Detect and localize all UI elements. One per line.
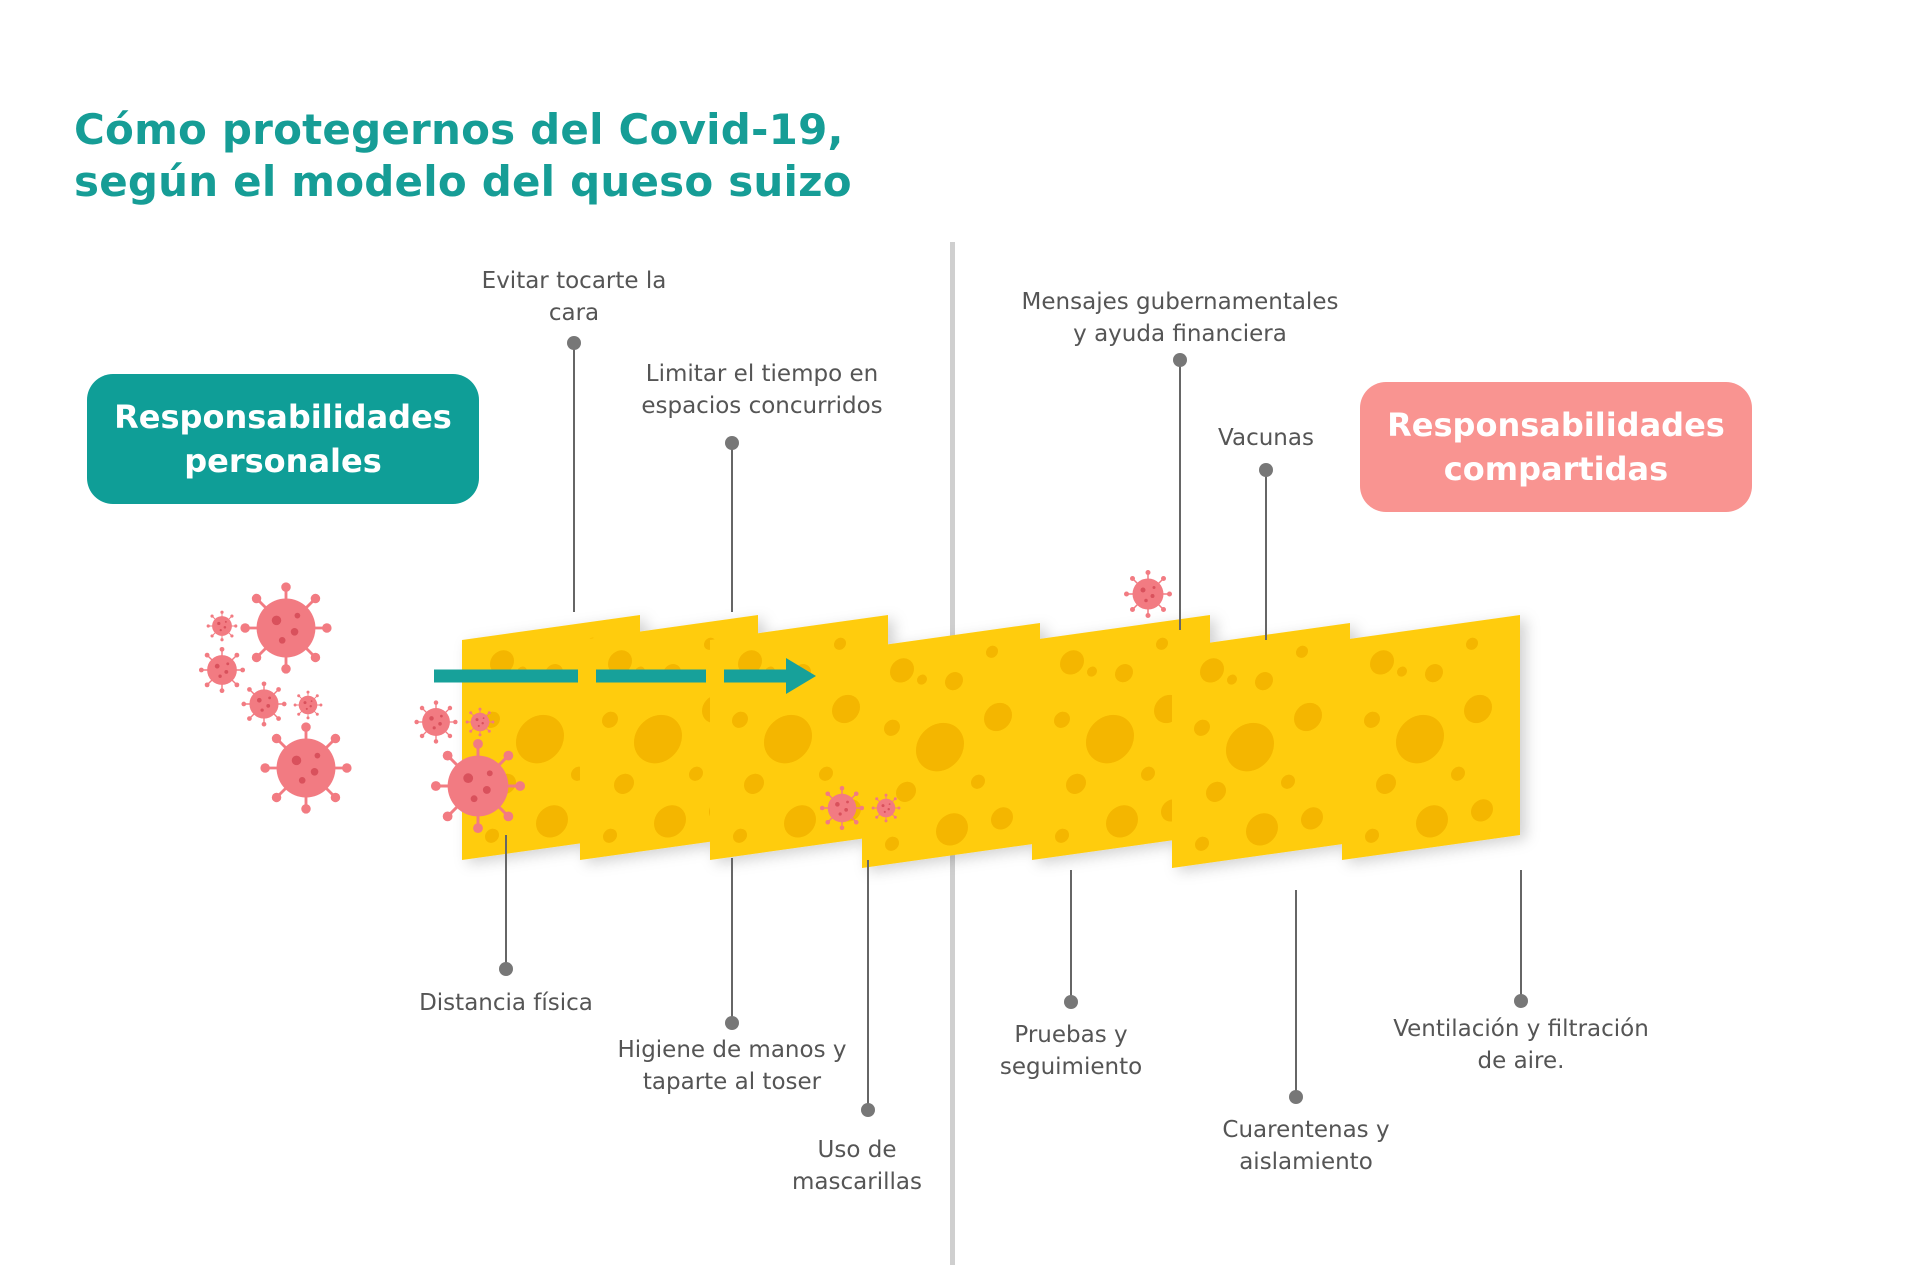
label-line: Pruebas y [1014, 1022, 1128, 1048]
title-line-1: Cómo protegernos del Covid-19, [74, 105, 844, 154]
cheese-slice-7 [1342, 615, 1520, 860]
label-line: Ventilación y filtración [1393, 1016, 1649, 1042]
label-cuarentenas-aislamiento: Cuarentenas y aislamiento [1222, 1114, 1389, 1178]
label-line: Vacunas [1218, 425, 1314, 451]
label-line: Distancia física [419, 990, 593, 1016]
label-line: taparte al toser [642, 1069, 822, 1095]
label-line: Higiene de manos y [617, 1037, 847, 1063]
cheese-slice-4 [862, 623, 1040, 868]
label-line: seguimiento [999, 1054, 1143, 1080]
shared-line-2: compartidas [1443, 450, 1669, 488]
label-higiene-manos: Higiene de manos y taparte al toser [618, 1034, 847, 1098]
label-vacunas: Vacunas [1218, 422, 1314, 454]
arrow-right-icon [434, 658, 816, 694]
label-line: cara [548, 300, 600, 326]
label-line: Cuarentenas y [1222, 1117, 1390, 1143]
label-line: Limitar el tiempo en [645, 361, 879, 387]
label-limitar-tiempo: Limitar el tiempo en espacios concurrido… [641, 358, 882, 422]
label-uso-mascarillas: Uso de mascarillas [792, 1134, 922, 1198]
label-pruebas-seguimiento: Pruebas y seguimiento [1000, 1019, 1142, 1083]
label-line: aislamiento [1239, 1149, 1373, 1175]
label-line: espacios concurridos [641, 393, 883, 419]
page-title: Cómo protegernos del Covid-19, según el … [74, 104, 852, 208]
label-mensajes-gubernamentales: Mensajes gubernamentales y ayuda financi… [1022, 286, 1339, 350]
label-evitar-tocarte-cara: Evitar tocarte la cara [482, 265, 667, 329]
title-line-2: según el modelo del queso suizo [74, 157, 852, 206]
shared-responsibilities-badge: Responsabilidades compartidas [1360, 382, 1752, 512]
label-ventilacion-filtracion: Ventilación y filtración de aire. [1393, 1013, 1649, 1077]
label-line: Evitar tocarte la [481, 268, 667, 294]
personal-line-2: personales [184, 442, 382, 480]
leader-lines [499, 336, 1528, 1117]
cheese-slice-3 [710, 615, 888, 860]
shared-line-1: Responsabilidades [1387, 406, 1725, 444]
label-line: Uso de [817, 1137, 897, 1163]
cheese-slice-5 [1032, 615, 1210, 860]
label-line: de aire. [1477, 1048, 1565, 1074]
cheese-slice-6 [1172, 623, 1350, 868]
personal-line-1: Responsabilidades [114, 398, 452, 436]
label-line: mascarillas [792, 1169, 922, 1195]
label-line: y ayuda financiera [1073, 321, 1287, 347]
label-line: Mensajes gubernamentales [1021, 289, 1339, 315]
label-distancia-fisica: Distancia física [419, 987, 593, 1019]
personal-responsibilities-badge: Responsabilidades personales [87, 374, 479, 504]
